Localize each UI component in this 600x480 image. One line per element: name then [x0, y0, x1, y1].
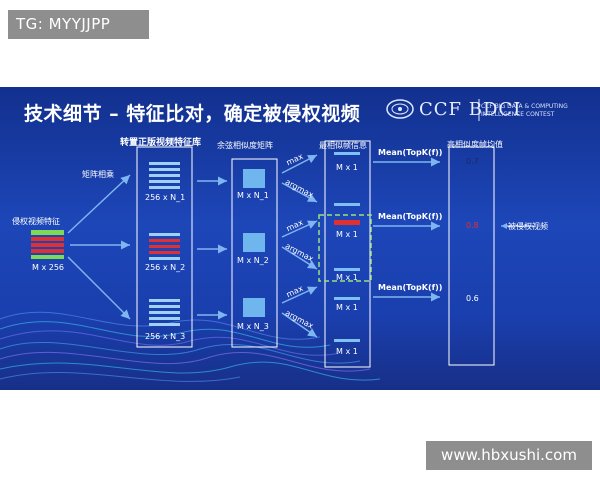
frame-dim-3: M x 1: [336, 273, 358, 282]
frame-bars: [334, 152, 360, 342]
library-group-1: [149, 162, 180, 189]
similarity-square-3: [243, 298, 265, 317]
mean-label-2: Mean(TopK(f)): [378, 212, 443, 221]
input-feature-stack: [31, 230, 64, 259]
matmul-label: 矩阵相乘: [82, 170, 114, 179]
arrows-similarity-to-frames: [281, 154, 318, 338]
library-dim-2: 256 x N_2: [145, 263, 186, 272]
similarity-dim-2: M x N_2: [237, 256, 269, 265]
frames-box: [324, 140, 371, 368]
watermark-bottom: www.hbxushi.com: [426, 441, 592, 470]
avg-label: 高相似度帧均值: [447, 140, 503, 149]
slide-title: 技术细节 – 特征比对，确定被侵权视频: [24, 103, 361, 125]
wave-lines: [0, 311, 381, 382]
frame-dim-2: M x 1: [336, 230, 358, 239]
ccf-emblem-icon: [386, 99, 414, 119]
mean-label-1: Mean(TopK(f)): [378, 148, 443, 157]
similarity-label: 余弦相似度矩阵: [217, 141, 273, 150]
library-group-2: [149, 233, 180, 260]
similarity-square-1: [243, 169, 265, 188]
watermark-top: TG: MYYJJPP: [8, 10, 149, 39]
arrows-input-to-library: [67, 174, 131, 320]
score-2-highlight: 0.8: [466, 221, 479, 230]
max-sim-label: 最相似帧信息: [319, 141, 367, 150]
contest-line-1: CCF BIG DATA & COMPUTING: [481, 103, 568, 110]
contest-line-2: INTELLIGENCE CONTEST: [481, 111, 555, 118]
input-label: 侵权视频特征: [12, 217, 60, 226]
contest-name: CCF BIG DATA & COMPUTING INTELLIGENCE CO…: [481, 103, 596, 119]
arrows-frames-to-scores: [373, 157, 440, 302]
result-label: 被侵权视频: [508, 222, 548, 231]
mean-label-3: Mean(TopK(f)): [378, 283, 443, 292]
diagram-graphics: [0, 99, 533, 382]
score-1: 0.7: [466, 157, 479, 166]
frame-dim-5: M x 1: [336, 347, 358, 356]
score-3: 0.6: [466, 294, 479, 303]
library-dim-3: 256 x N_3: [145, 332, 186, 341]
frame-dim-1: M x 1: [336, 163, 358, 172]
score-box: [448, 146, 495, 366]
input-dim: M x 256: [32, 263, 64, 272]
frame-dim-4: M x 1: [336, 303, 358, 312]
library-box: [136, 146, 193, 348]
library-label: 转置正版视频特征库: [120, 138, 202, 148]
ccf-bdci-logo: CCF BDCI: [419, 99, 522, 120]
frame-bar-highlight: [334, 220, 360, 225]
matched-frame-dashed-box: [318, 214, 372, 282]
similarity-box: [231, 158, 278, 348]
similarity-dim-1: M x N_1: [237, 191, 269, 200]
slide: 技术细节 – 特征比对，确定被侵权视频 CCF BDCI CCF BIG DAT…: [0, 87, 600, 390]
library-group-3: [149, 299, 180, 326]
similarity-square-2: [243, 233, 265, 252]
similarity-dim-3: M x N_3: [237, 322, 269, 331]
arrows-library-to-similarity: [197, 176, 227, 320]
library-dim-1: 256 x N_1: [145, 193, 186, 202]
